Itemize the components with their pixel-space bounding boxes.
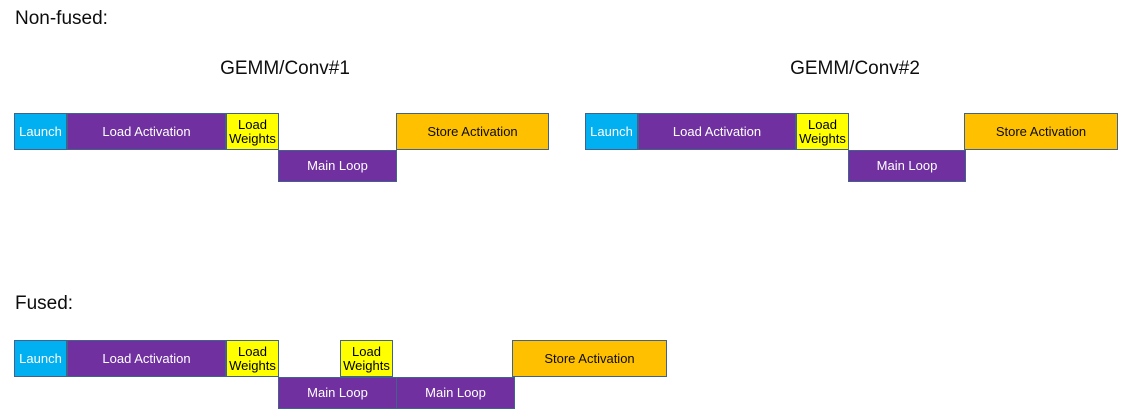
bar-label-store-activation: Store Activation	[995, 123, 1087, 139]
bar-label-load-weights-2: Load Weights	[343, 343, 390, 373]
bar-label-load-weights: Load Weights	[229, 116, 276, 146]
bar-store-activation[interactable]: Store Activation	[964, 113, 1118, 150]
bar-label-load-activation: Load Activation	[672, 123, 762, 139]
bar-load-weights[interactable]: Load Weights	[796, 113, 849, 150]
bar-load-activation[interactable]: Load Activation	[67, 113, 226, 150]
bar-main-loop-2[interactable]: Main Loop	[396, 377, 515, 409]
bar-store-activation[interactable]: Store Activation	[512, 340, 667, 377]
gemm-conv-2-title: GEMM/Conv#2	[790, 58, 920, 79]
bar-label-load-activation: Load Activation	[102, 350, 191, 366]
non-fused-section-label: Non-fused:	[15, 8, 108, 29]
bar-launch[interactable]: Launch	[14, 340, 67, 377]
bar-main-loop[interactable]: Main Loop	[278, 377, 397, 409]
bar-label-main-loop: Main Loop	[876, 158, 938, 174]
bar-load-weights-2[interactable]: Load Weights	[340, 340, 393, 377]
bar-load-weights[interactable]: Load Weights	[226, 340, 279, 377]
bar-label-main-loop: Main Loop	[307, 158, 368, 174]
bar-main-loop[interactable]: Main Loop	[278, 150, 397, 182]
bar-load-activation[interactable]: Load Activation	[67, 340, 226, 377]
bar-label-store-activation: Store Activation	[427, 123, 518, 139]
bar-label-launch: Launch	[19, 350, 62, 366]
bar-label-load-weights: Load Weights	[229, 343, 276, 373]
bar-label-load-activation: Load Activation	[102, 123, 191, 139]
bar-load-activation[interactable]: Load Activation	[638, 113, 796, 150]
bar-label-launch: Launch	[19, 123, 62, 139]
bar-launch[interactable]: Launch	[14, 113, 67, 150]
bar-label-load-weights: Load Weights	[799, 116, 846, 146]
bar-load-weights[interactable]: Load Weights	[226, 113, 279, 150]
bar-label-launch: Launch	[590, 123, 633, 139]
bar-label-main-loop-2: Main Loop	[425, 385, 486, 401]
bar-label-store-activation: Store Activation	[544, 350, 635, 366]
fused-section-label: Fused:	[15, 293, 74, 314]
bar-store-activation[interactable]: Store Activation	[396, 113, 549, 150]
bar-label-main-loop: Main Loop	[307, 385, 368, 401]
bar-main-loop[interactable]: Main Loop	[848, 150, 966, 182]
gemm-conv-1-title: GEMM/Conv#1	[220, 58, 350, 79]
bar-launch[interactable]: Launch	[585, 113, 638, 150]
